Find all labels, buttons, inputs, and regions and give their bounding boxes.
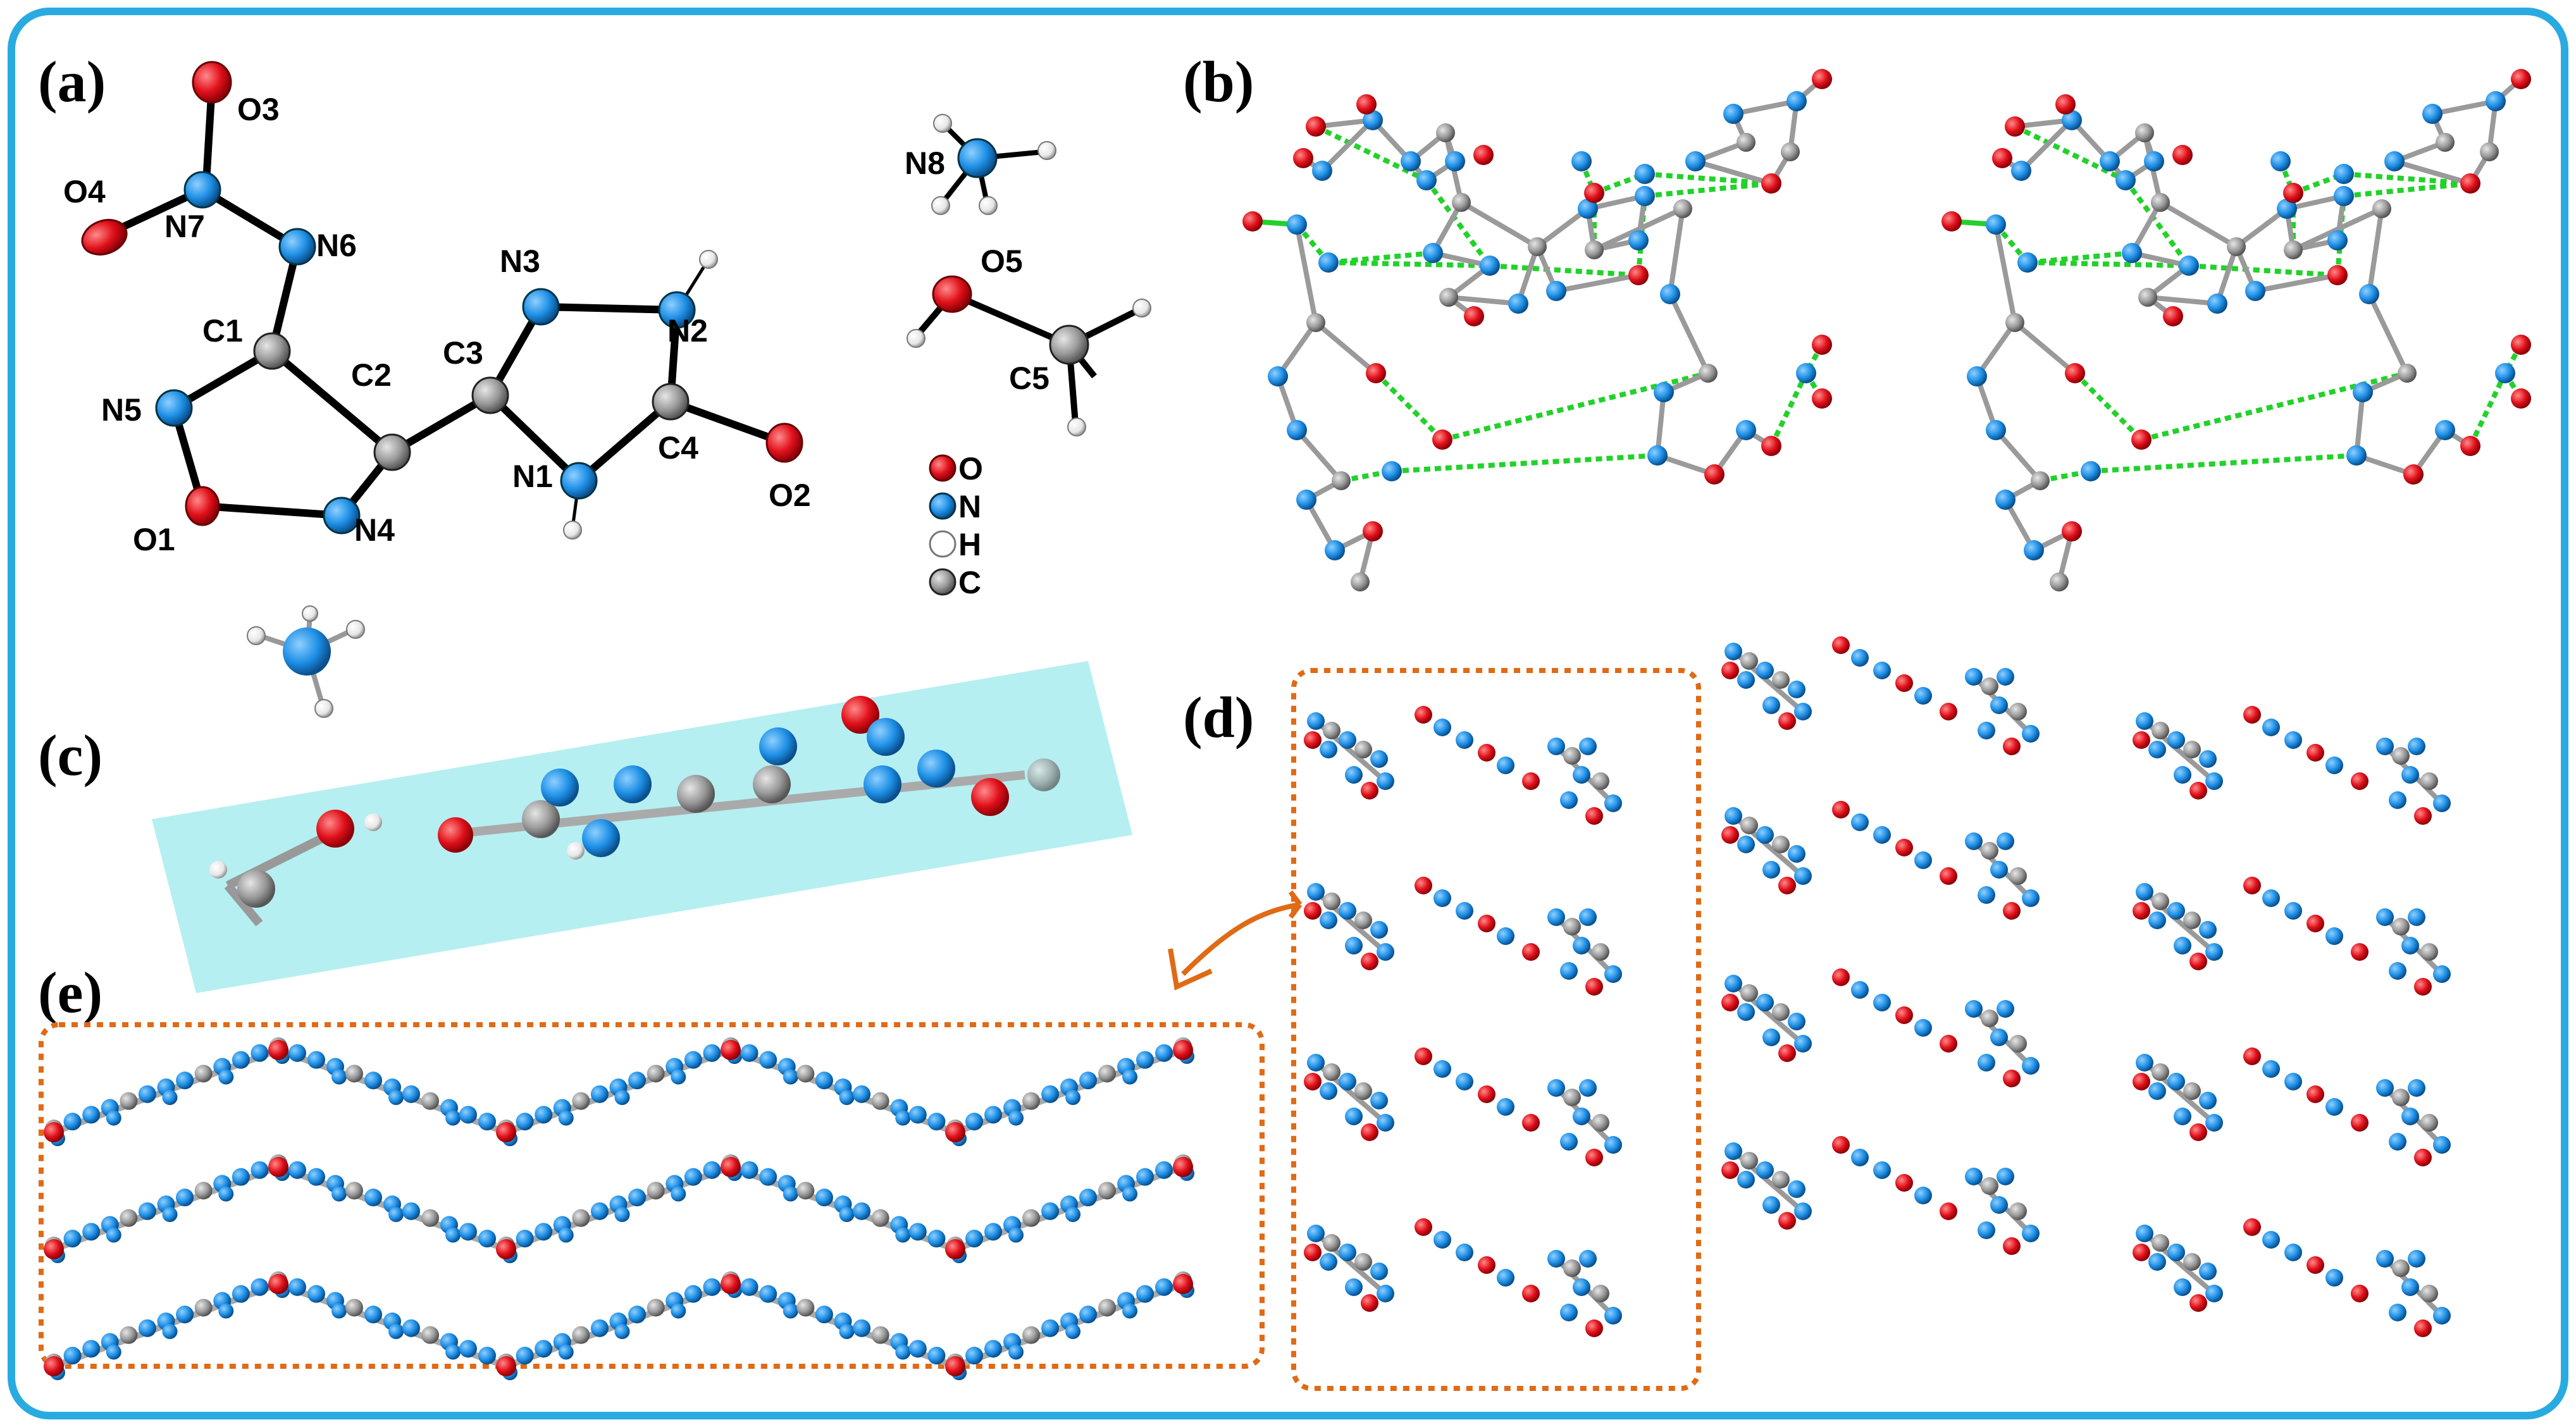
atom-N6 — [278, 228, 316, 266]
atom-N5 — [155, 389, 193, 427]
label-C5: C5 — [1009, 361, 1050, 396]
atom-O3 — [192, 61, 232, 104]
wave-layers — [44, 1037, 1194, 1380]
atom-H-N1 — [563, 521, 582, 540]
atom-C4 — [652, 383, 690, 421]
atom-H-N2 — [699, 250, 718, 269]
atom-O2 — [765, 423, 803, 463]
label-N3: N3 — [500, 244, 540, 279]
panel-d: (d) — [1168, 636, 2451, 1391]
legend-h: H — [958, 527, 981, 562]
figure-frame — [8, 8, 2568, 1419]
label-N1: N1 — [512, 459, 553, 494]
atom-O4 — [81, 219, 128, 256]
label-O5: O5 — [981, 244, 1023, 279]
molecular-plane — [152, 661, 1132, 993]
atom-C1 — [253, 332, 291, 370]
label-N4: N4 — [354, 512, 395, 548]
atom-N1 — [560, 462, 598, 500]
label-O3: O3 — [237, 92, 280, 127]
panel-label-b: (b) — [1183, 49, 1254, 114]
packing-array — [1304, 636, 2451, 1337]
curved-arrow — [1181, 902, 1301, 976]
panel-label-c: (c) — [38, 723, 102, 788]
panel-label-a: (a) — [38, 49, 106, 114]
dotted-selection-box-d — [1291, 668, 1701, 1391]
atom-N2 — [658, 291, 696, 329]
panel-b: (b) — [1183, 49, 2531, 591]
label-O1: O1 — [133, 522, 175, 557]
label-N7: N7 — [164, 209, 205, 244]
label-N8: N8 — [905, 145, 945, 181]
legend-n: N — [958, 489, 981, 524]
element-legend: O N H C — [929, 451, 983, 600]
hbond-network — [1242, 69, 2531, 591]
label-C3: C3 — [443, 335, 483, 371]
label-N6: N6 — [316, 228, 357, 263]
atom-N7 — [183, 171, 221, 209]
label-C1: C1 — [202, 313, 243, 349]
methanol — [907, 275, 1151, 436]
label-C2: C2 — [351, 357, 392, 393]
n8-ammonium — [931, 114, 1056, 215]
panel-a: (a) — [38, 49, 1151, 718]
legend-c: C — [958, 565, 981, 600]
atom-N4 — [323, 497, 361, 534]
label-O4: O4 — [63, 174, 106, 209]
dotted-selection-box-e — [39, 1022, 1265, 1369]
atom-labels: O3 O4 N7 N6 C1 C2 C3 N3 N2 N5 N1 C4 O1 N… — [63, 92, 1050, 557]
atom-C2 — [373, 433, 411, 471]
ammonium-cation — [247, 605, 365, 718]
label-N5: N5 — [101, 392, 142, 428]
ortep-atoms — [81, 61, 803, 540]
curved-arrow-head — [1168, 948, 1213, 991]
panel-label-e: (e) — [38, 960, 102, 1025]
label-N2: N2 — [667, 313, 708, 349]
panel-c: (c) — [38, 661, 1132, 993]
label-O2: O2 — [769, 478, 811, 513]
atom-C3 — [471, 376, 509, 414]
atom-O1 — [185, 486, 220, 526]
label-C4: C4 — [658, 430, 698, 466]
atom-N3 — [522, 288, 560, 326]
planar-molecule — [209, 696, 1060, 927]
panel-label-d: (d) — [1183, 685, 1254, 750]
panel-e: (e) — [38, 960, 1265, 1380]
legend-o: O — [958, 451, 983, 486]
